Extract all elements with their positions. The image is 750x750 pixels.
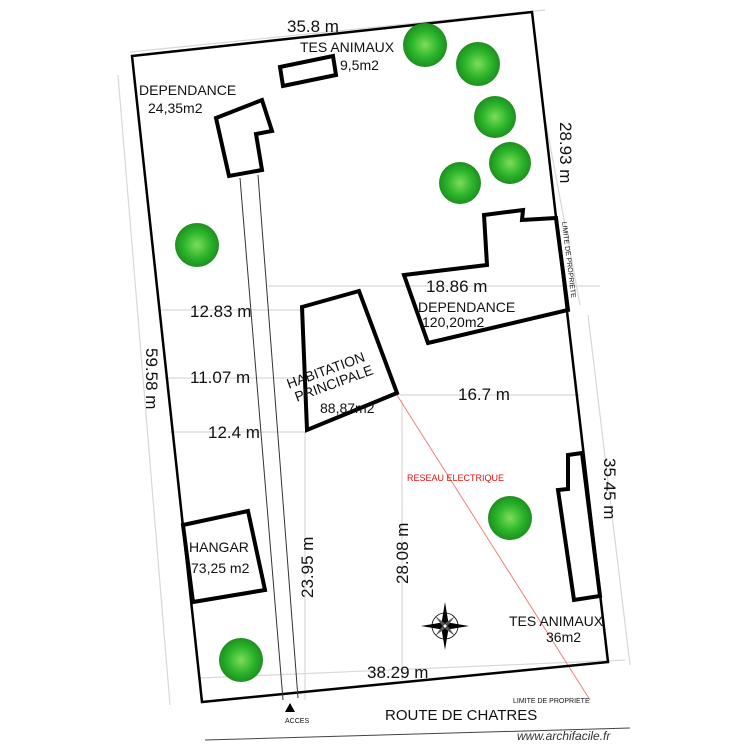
acces-arrow-icon — [285, 703, 295, 712]
trees — [175, 23, 532, 682]
hangar-area: 73,25 m2 — [191, 560, 250, 576]
reseau-electrique-line — [394, 391, 591, 701]
watermark-text: www.archifacile.fr — [517, 729, 611, 743]
hangar-building — [180, 508, 268, 605]
dependance-large-building — [401, 207, 571, 346]
dim-bottom: 38.29 m — [367, 663, 428, 682]
tree-icon — [439, 162, 481, 204]
access-path-right — [257, 174, 299, 699]
limite-propriete-bottom-label: LIMITE DE PROPRIETE — [513, 698, 590, 705]
dim-right-upper: 28.93 m — [556, 122, 575, 183]
tes-animaux-bottom-area: 36m2 — [546, 629, 581, 645]
tree-icon — [489, 142, 531, 184]
dependance-large-label: DEPENDANCE — [418, 299, 515, 315]
dim-to-right: 16.7 m — [458, 385, 510, 404]
tree-icon — [403, 23, 447, 67]
road-edge — [204, 727, 631, 741]
dim-vertical1: 23.95 m — [298, 537, 317, 598]
dim-row2: 11.07 m — [190, 368, 250, 387]
dim-left: 59.58 m — [142, 348, 161, 409]
tes-animaux-top-label: TES ANIMAUX — [300, 39, 395, 55]
tree-icon — [488, 496, 532, 540]
tree-icon — [175, 223, 219, 267]
access-path-left — [239, 177, 284, 701]
habitation-area: 88,87m2 — [320, 400, 375, 416]
dim-top: 35.8 m — [287, 17, 339, 36]
tree-icon — [474, 96, 516, 138]
tes-animaux-top-area: 9,5m2 — [340, 57, 379, 73]
dimension-lines — [117, 9, 631, 706]
tree-icon — [456, 42, 500, 86]
habitation-label-group: HABITATION PRINCIPALE — [284, 349, 375, 405]
tes-animaux-bottom-building — [555, 450, 603, 603]
dependance-small-area: 24,35m2 — [148, 100, 203, 116]
dim-right-lower: 35.45 m — [600, 458, 619, 519]
tree-icon — [219, 638, 263, 682]
tes-animaux-bottom-label: TES ANIMAUX — [509, 613, 604, 629]
road-label: ROUTE DE CHATRES — [385, 707, 537, 724]
dim-vertical2: 28.08 m — [393, 523, 412, 584]
habitation-building — [299, 288, 400, 433]
dim-dep-width: 18.86 m — [426, 277, 487, 296]
reseau-electrique-label: RESEAU ELECTRIQUE — [407, 473, 504, 483]
compass-icon — [421, 602, 469, 650]
tes-animaux-top-building — [277, 53, 339, 89]
hangar-label: HANGAR — [189, 539, 249, 555]
dim-row3: 12.4 m — [208, 423, 260, 442]
acces-label: ACCES — [285, 718, 309, 725]
property-boundary — [130, 10, 610, 704]
dependance-small-label: DEPENDANCE — [139, 82, 236, 98]
dependance-large-area: 120,20m2 — [422, 314, 484, 330]
dim-row1: 12.83 m — [190, 302, 251, 321]
dependance-small-building — [213, 97, 275, 179]
